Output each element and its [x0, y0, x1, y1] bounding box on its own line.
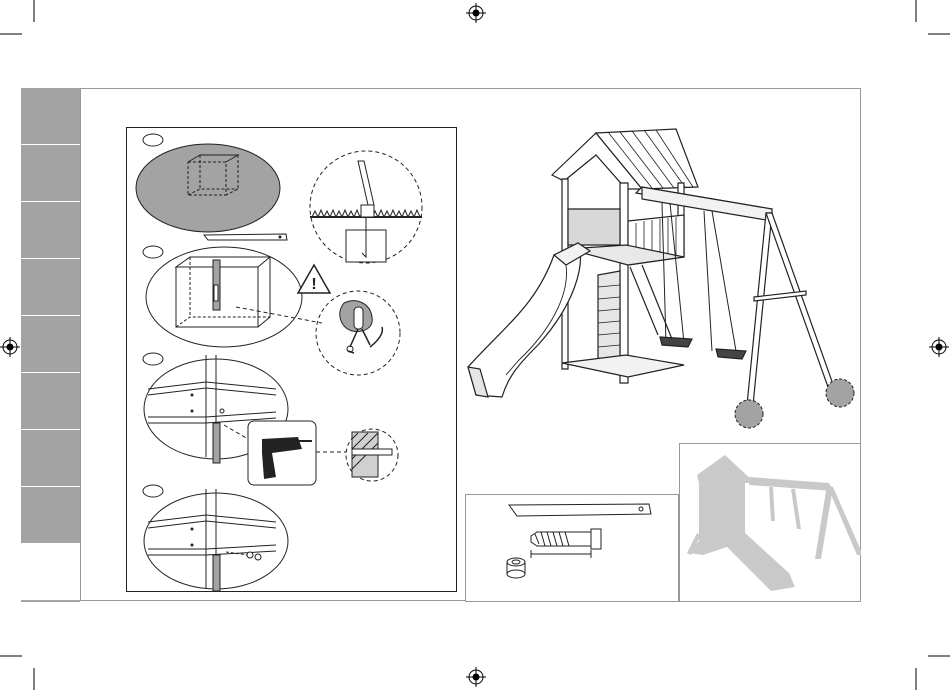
sidebar-tab-1[interactable] [21, 88, 80, 145]
parts-box [465, 494, 679, 602]
svg-text:!: ! [311, 276, 316, 293]
registration-mark-bottom [466, 667, 486, 687]
anchor-highlight-left [735, 400, 763, 428]
registration-mark-left [0, 337, 20, 357]
installation-steps-panel: ! [126, 127, 457, 592]
sidebar-tab-8[interactable] [21, 487, 80, 544]
ground-anchor-detail-circle [310, 151, 422, 263]
concrete-detail-circle [316, 291, 400, 375]
registration-mark-top [466, 3, 486, 23]
anchor-highlight-right [826, 379, 854, 407]
drill-detail-circle [346, 429, 398, 481]
sidebar-tab-2[interactable] [21, 145, 80, 202]
ground-anchor-icon [509, 504, 651, 516]
ground-anchor-icon [204, 234, 287, 240]
sidebar-tab-5[interactable] [21, 316, 80, 373]
silhouette-panel [679, 443, 861, 602]
playset-illustration [466, 125, 860, 443]
lag-bolt-icon [531, 529, 601, 558]
drill-icon [248, 421, 316, 485]
sidebar-bottom-line [21, 600, 80, 602]
concrete-anchor-icon [146, 247, 302, 347]
sidebar-tab-3[interactable] [21, 202, 80, 259]
ground-hole-icon [136, 144, 280, 232]
sidebar-tab-7[interactable] [21, 430, 80, 487]
sidebar-tab-4[interactable] [21, 259, 80, 316]
sidebar-tab-6[interactable] [21, 373, 80, 430]
registration-mark-right [929, 337, 949, 357]
bushing-icon [507, 558, 525, 578]
